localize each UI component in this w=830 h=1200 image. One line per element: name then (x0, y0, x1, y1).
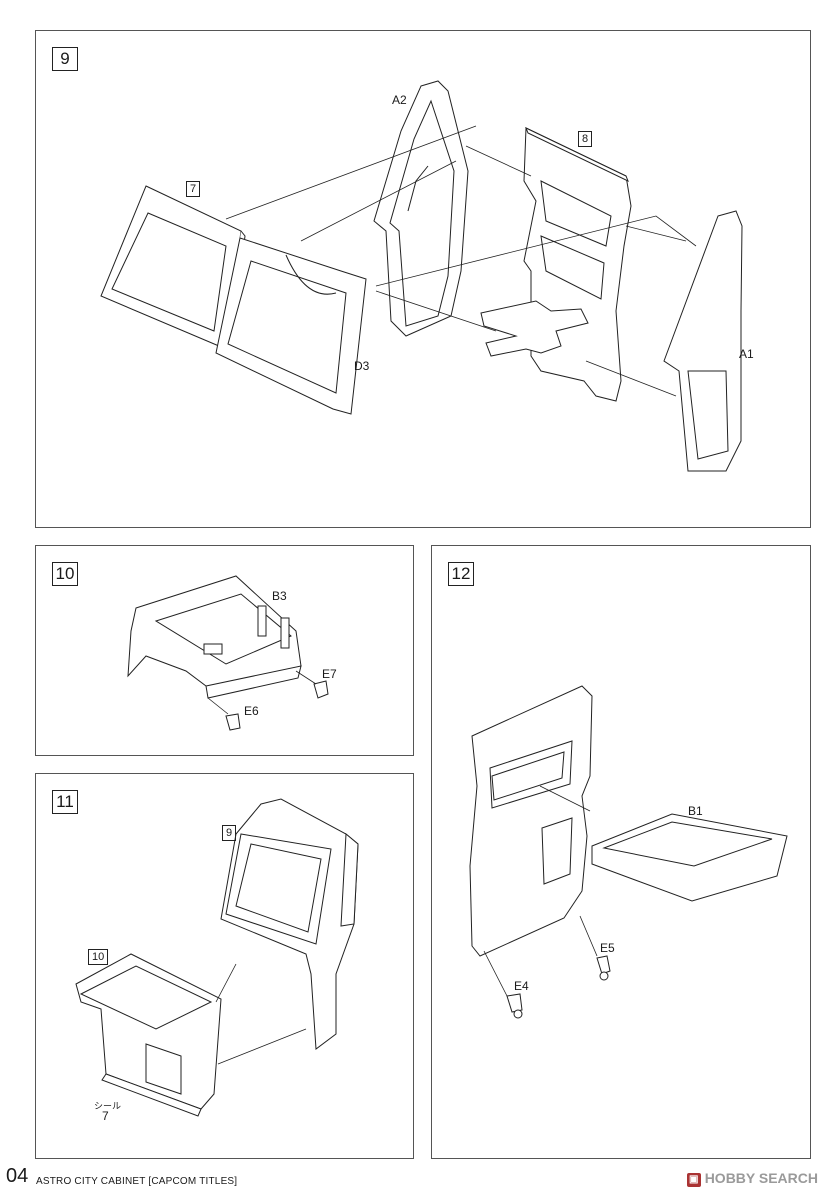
label-ref-9: 9 (222, 825, 237, 841)
assembled-cabinet-9 (221, 799, 358, 1049)
label-e4: E4 (514, 979, 529, 993)
document-title: ASTRO CITY CABINET [CAPCOM TITLES] (36, 1176, 238, 1187)
step-12-panel: 12 (431, 545, 811, 1159)
step-11-illustration (36, 774, 415, 1160)
label-e5: E5 (600, 941, 615, 955)
step-number: 11 (52, 790, 78, 814)
label-b1: B1 (688, 804, 703, 818)
label-sticker-num: 7 (102, 1109, 109, 1123)
step-9-illustration (36, 31, 812, 529)
label-ref-7: 7 (186, 181, 201, 197)
label-b3: B3 (272, 589, 287, 603)
label-ref-8: 8 (578, 131, 593, 147)
label-d3: D3 (354, 359, 370, 373)
cabinet-rear-view (470, 686, 592, 956)
part-8-frame (481, 128, 631, 401)
step-number: 10 (52, 562, 78, 586)
part-a1-side (664, 211, 742, 471)
watermark-text: HOBBY SEARCH (704, 1170, 818, 1186)
camera-icon: ▣ (686, 1173, 701, 1187)
step-number: 9 (52, 47, 78, 71)
part-b1-drawer (592, 814, 787, 901)
step-10-panel: 10 B3 E7 E6 (35, 545, 414, 756)
part-d3-frame (216, 238, 366, 414)
step-10-illustration (36, 546, 415, 757)
label-a1: A1 (739, 347, 754, 361)
step-12-illustration (432, 546, 812, 1160)
label-sticker-jp: シール (94, 1101, 122, 1111)
watermark: ▣HOBBY SEARCH (686, 1170, 818, 1187)
part-e7 (314, 681, 328, 698)
part-e5 (597, 956, 610, 980)
step-9-panel: 9 (35, 30, 811, 528)
step-11-panel: 11 9 10 シール 7 (35, 773, 414, 1159)
part-e6 (226, 714, 240, 730)
part-e4 (507, 994, 522, 1018)
part-b3-tray (128, 576, 301, 698)
assembled-cabinet-10 (76, 954, 221, 1116)
step-number: 12 (448, 562, 474, 586)
part-7-bezel (101, 186, 245, 353)
label-ref-10: 10 (88, 949, 109, 965)
label-e6: E6 (244, 704, 259, 718)
part-a2-side (374, 81, 468, 336)
label-a2: A2 (392, 93, 407, 107)
page-number: 04 (6, 1165, 29, 1187)
label-e7: E7 (322, 667, 337, 681)
